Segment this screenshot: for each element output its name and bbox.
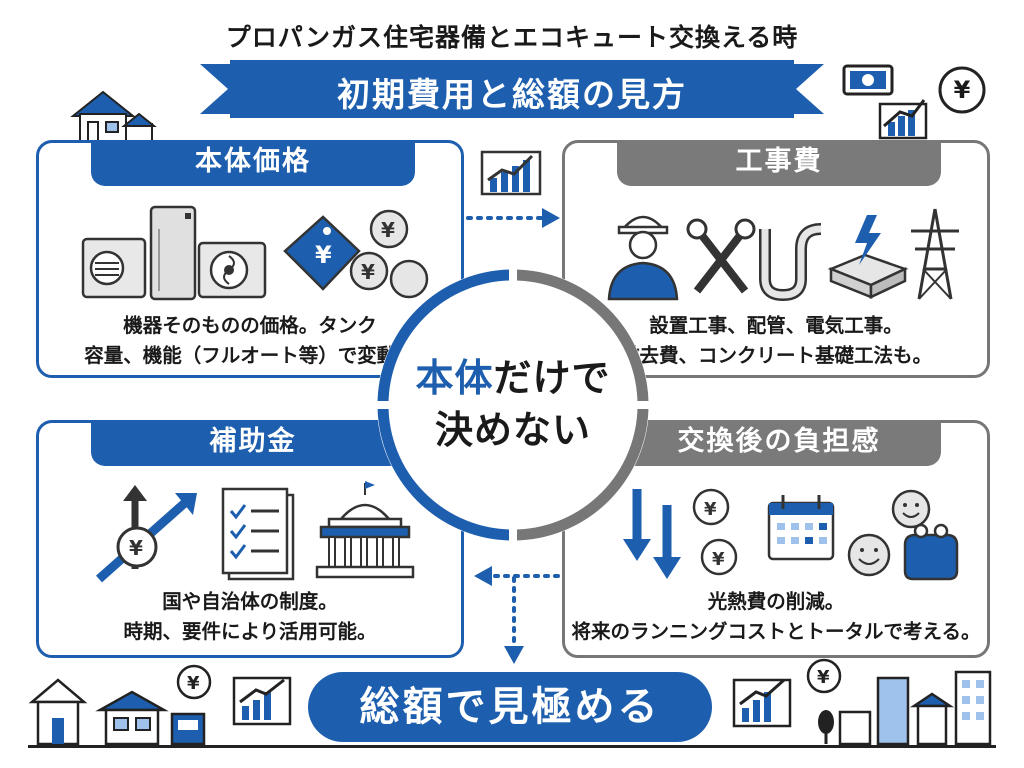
center-text-rest: だけで	[493, 356, 611, 400]
ribbon-shape	[200, 60, 824, 118]
center-text-line2: 決めない	[434, 408, 591, 452]
card-construction-line1: 設置工事、配管、電気工事。	[649, 314, 903, 337]
center-ring	[374, 266, 652, 544]
price-tag-icon: ¥	[283, 215, 361, 291]
heat-pump-icon	[197, 241, 267, 299]
house-blue-roof-icon	[95, 690, 169, 746]
svg-text:¥: ¥	[704, 499, 717, 520]
svg-text:¥: ¥	[817, 667, 830, 688]
construction-icons	[607, 208, 959, 302]
card-construction-desc: 設置工事、配管、電気工事。 撤去費、コンクリート基礎工法も。	[575, 311, 977, 371]
bottom-left-scene: ¥	[28, 664, 292, 746]
chart-board-right-icon	[732, 678, 792, 728]
arrow-left-down-icon	[474, 566, 560, 664]
tree-icon	[818, 710, 834, 744]
card-burden: 交換後の負担感 ¥ ¥	[562, 420, 990, 658]
arrow-right-icon	[466, 208, 560, 228]
yen-coins-icon: ¥ ¥	[692, 488, 738, 576]
body-price-icons: ¥ ¥ ¥	[81, 205, 429, 301]
smiley-faces-icon	[847, 489, 931, 577]
card-subsidy-title: 補助金	[91, 420, 415, 466]
tank-unit-icon	[149, 205, 197, 301]
growth-chart-icon	[480, 150, 542, 196]
yen-coin-text: ¥	[953, 76, 971, 104]
card-body-price-title: 本体価格	[91, 140, 415, 186]
card-burden-line2: 将来のランニングコストとトータルで考える。	[571, 620, 981, 643]
svg-text:¥: ¥	[315, 241, 332, 269]
card-subsidy-line1: 国や自治体の制度。	[162, 590, 338, 613]
card-construction: 工事費	[562, 140, 990, 378]
card-body-price-desc: 機器そのものの価格。タンク 容量、機能（フルオート等）で変動。	[49, 311, 451, 371]
small-unit-icon	[170, 712, 206, 746]
card-construction-title: 工事費	[617, 140, 941, 186]
svg-text:¥: ¥	[361, 260, 375, 284]
down-arrows-icon	[623, 489, 681, 579]
card-body-price-line1: 機器そのものの価格。タンク	[123, 314, 377, 337]
card-subsidy-line2: 時期、要件により活用可能。	[123, 620, 377, 643]
page-title: 初期費用と総額の見方	[337, 75, 687, 114]
yen-arrows-icon: ¥	[96, 485, 197, 583]
card-burden-desc: 光熱費の削減。 将来のランニングコストとトータルで考える。	[569, 587, 983, 647]
svg-text:¥: ¥	[129, 536, 143, 560]
card-burden-line1: 光熱費の削減。	[707, 590, 845, 613]
ground-line	[28, 745, 996, 748]
center-text: 本体だけで 決めない	[374, 352, 652, 456]
card-body-price: 本体価格 ¥	[36, 140, 464, 378]
subsidy-icons: ¥	[96, 481, 415, 583]
bottom-conclusion: 総額で見極める	[308, 672, 712, 742]
checklist-icon	[221, 487, 295, 581]
buildings-icon	[838, 670, 992, 746]
calendar-icon	[767, 495, 835, 561]
center-message: 本体だけで 決めない	[374, 266, 652, 544]
svg-text:¥: ¥	[712, 549, 725, 570]
bottom-right-scene: ¥	[732, 658, 992, 746]
government-building-icon	[315, 481, 415, 579]
card-subsidy: 補助金 ¥	[36, 420, 464, 658]
card-construction-line2: 撤去費、コンクリート基礎工法も。	[619, 344, 932, 367]
power-tower-icon	[911, 208, 959, 300]
wallet-icon	[903, 523, 959, 581]
card-body-price-line2: 容量、機能（フルオート等）で変動。	[84, 344, 416, 367]
foundation-icon	[827, 215, 909, 299]
pipe-icon	[759, 223, 822, 302]
card-burden-title: 交換後の負担感	[617, 420, 941, 466]
svg-text:¥: ¥	[187, 673, 200, 694]
money-chart-icon	[842, 64, 986, 140]
chart-board-icon	[232, 676, 292, 726]
svg-text:¥: ¥	[381, 218, 395, 242]
yen-coin-icon: ¥	[176, 664, 212, 700]
worker-icon	[607, 215, 679, 301]
page-subtitle: プロパンガス住宅器備とエコキュート交換える時	[225, 23, 799, 52]
center-text-blue: 本体	[415, 356, 494, 400]
coins-icon: ¥ ¥	[349, 209, 429, 299]
yen-coin-right-icon: ¥	[806, 658, 842, 694]
house-icon	[70, 90, 157, 143]
title-ribbon: 初期費用と総額の見方	[200, 60, 824, 118]
card-subsidy-desc: 国や自治体の制度。 時期、要件により活用可能。	[49, 587, 451, 647]
outdoor-unit-icon	[81, 237, 147, 299]
burden-icons: ¥ ¥	[623, 488, 959, 581]
house-left-icon	[28, 678, 88, 746]
tools-icon	[686, 218, 756, 294]
